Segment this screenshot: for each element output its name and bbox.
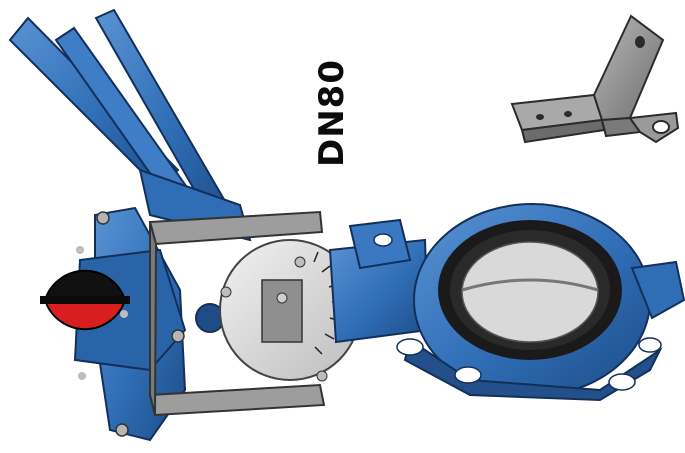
model-size-label: DN80 bbox=[310, 58, 354, 168]
adapter-frame bbox=[148, 210, 326, 417]
bolts bbox=[220, 256, 328, 382]
model-size-text: DN80 bbox=[312, 59, 352, 167]
butterfly-valve-icon bbox=[396, 203, 685, 402]
mounting-bracket-icon bbox=[510, 14, 680, 144]
position-indicator-icon bbox=[40, 246, 130, 380]
valve-neck bbox=[328, 218, 430, 344]
lever-handle-icon bbox=[8, 8, 252, 242]
